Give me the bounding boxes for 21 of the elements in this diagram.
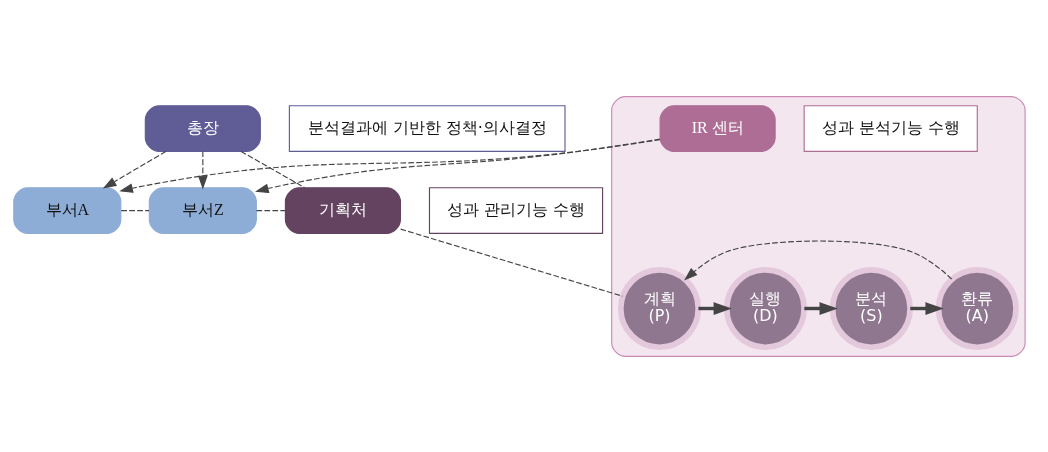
connector (240, 150, 306, 188)
connector (255, 209, 286, 211)
arrow (255, 138, 661, 193)
arrow (119, 138, 661, 193)
node-box: 성과 분석기능 수행 (803, 104, 978, 152)
node-box: 분석결과에 기반한 정책·의사결정 (288, 104, 566, 152)
node-circle: 실행 (D) (723, 266, 807, 350)
cluster (611, 95, 1026, 357)
arrow (102, 150, 167, 189)
arrow (198, 150, 208, 189)
node-box: 기획처 (284, 186, 401, 234)
connector (400, 228, 624, 297)
node-box: 총장 (144, 104, 261, 152)
node-box: 부서A (13, 186, 122, 234)
node-box: IR 센터 (659, 104, 776, 152)
connector (120, 209, 150, 211)
node-box: 부서Z (148, 186, 257, 234)
node-box: 성과 관리기능 수행 (428, 186, 604, 234)
node-circle: 분석 (S) (829, 266, 913, 350)
arrow (684, 239, 953, 281)
node-circle: 환류 (A) (935, 266, 1019, 350)
